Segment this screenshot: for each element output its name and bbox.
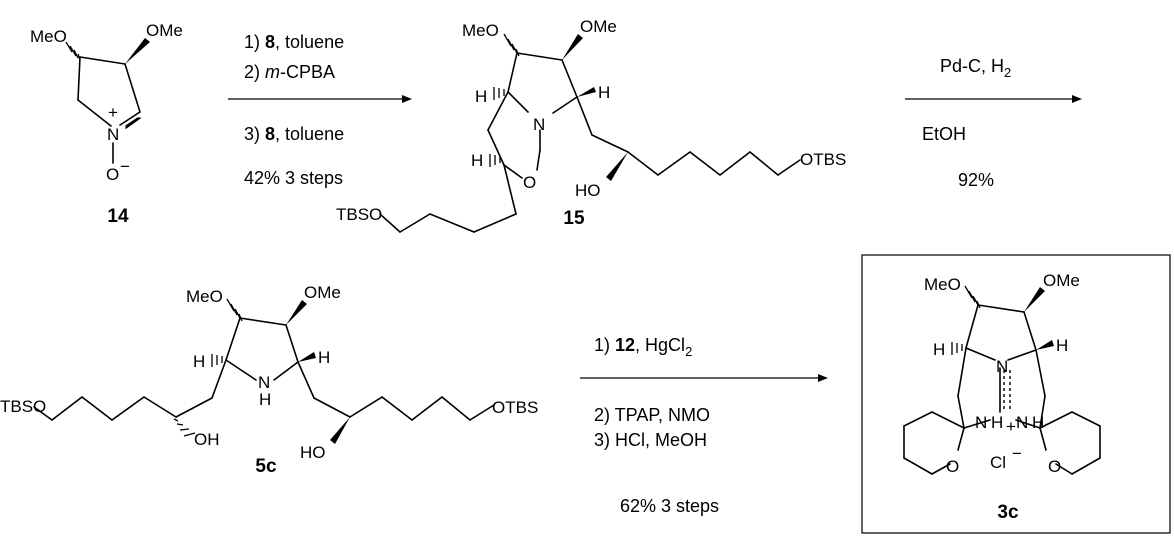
- wedge-bond: [330, 417, 350, 444]
- meo-label: MeO: [30, 27, 67, 46]
- nh-left-h: H: [991, 413, 1003, 432]
- reaction-step-3: 1) 12, HgCl2 2) TPAP, NMO 3) HCl, MeOH 6…: [580, 335, 828, 516]
- wedge-bond: [562, 34, 583, 60]
- ome-label: OMe: [1043, 271, 1080, 290]
- hash-bond: [226, 298, 243, 322]
- nh-hydrogen-label: H: [259, 390, 271, 409]
- oxygen-label: O: [1048, 457, 1061, 476]
- h-label: H: [471, 151, 483, 170]
- nh-right-h: H: [1032, 413, 1044, 432]
- h-label: H: [193, 352, 205, 371]
- arrowhead-icon: [1072, 95, 1082, 103]
- arrowhead-icon: [402, 95, 412, 103]
- hash-bond: [173, 418, 196, 437]
- hash-bond: [493, 87, 505, 100]
- nh-right-n: N: [1016, 413, 1028, 432]
- ome-label: OMe: [304, 283, 341, 302]
- h-label: H: [598, 83, 610, 102]
- arrowhead-icon: [818, 374, 828, 382]
- nitrogen-label: N: [258, 373, 270, 392]
- ome-label: OMe: [580, 17, 617, 36]
- wedge-bond: [298, 352, 316, 362]
- compound-number-3c: 3c: [997, 502, 1019, 523]
- ome-label: OMe: [146, 21, 183, 40]
- nitrogen-label: N: [996, 357, 1008, 376]
- condition-line-2: 2) TPAP, NMO: [594, 405, 710, 425]
- oh-label: OH: [194, 430, 220, 449]
- tbso-label: TBSO: [0, 397, 46, 416]
- condition-line-1: 1) 8, toluene: [244, 32, 344, 52]
- wedge-bond: [606, 152, 628, 181]
- otbs-label: OTBS: [800, 150, 846, 169]
- oxygen-label: O: [523, 173, 536, 192]
- wedge-bond: [1024, 287, 1045, 312]
- wedge-bond: [286, 300, 307, 325]
- tbso-label: TBSO: [336, 205, 382, 224]
- meo-label: MeO: [186, 287, 223, 306]
- ho-label: HO: [300, 443, 326, 462]
- reagent-text: Pd-C, H2: [940, 56, 1011, 80]
- hash-bond: [211, 354, 223, 367]
- plus-charge: +: [108, 103, 118, 122]
- oxygen-label: O: [106, 165, 119, 184]
- compound-number-14: 14: [107, 206, 129, 227]
- wedge-bond: [577, 87, 596, 97]
- condition-line-1: 1) 12, HgCl2: [594, 335, 692, 359]
- reaction-step-2: Pd-C, H2 EtOH 92%: [905, 56, 1082, 190]
- hash-bond: [489, 154, 501, 167]
- ho-label: HO: [575, 181, 601, 200]
- hash-bond: [65, 41, 81, 61]
- plus-charge: +: [1006, 417, 1016, 436]
- compound-3c: MeO OMe H H N N H N H + O O Cl − 3c: [861, 254, 1171, 534]
- solvent-text: EtOH: [922, 124, 966, 144]
- product-box: [861, 254, 1171, 534]
- yield-text: 42% 3 steps: [244, 168, 343, 188]
- compound-number-15: 15: [563, 208, 585, 229]
- wedge-bond: [125, 38, 150, 64]
- nitrogen-label: N: [107, 125, 119, 144]
- compound-number-5c: 5c: [255, 456, 277, 477]
- hash-bond: [503, 33, 520, 57]
- yield-text: 62% 3 steps: [620, 496, 719, 516]
- hash-bond: [964, 285, 981, 309]
- hash-bond: [951, 342, 963, 355]
- minus-charge: −: [120, 157, 130, 176]
- h-label: H: [318, 348, 330, 367]
- reaction-step-1: 1) 8, toluene 2) m-CPBA 3) 8, toluene 42…: [228, 32, 412, 188]
- yield-text: 92%: [958, 170, 994, 190]
- otbs-label: OTBS: [492, 398, 538, 417]
- chloride-label: Cl: [990, 453, 1006, 472]
- meo-label: MeO: [924, 275, 961, 294]
- nitrogen-label: N: [533, 115, 545, 134]
- oxygen-label: O: [946, 457, 959, 476]
- chloride-charge: −: [1012, 444, 1022, 463]
- compound-15: MeO OMe H H H N O HO TBSO OTBS 15: [336, 17, 846, 233]
- compound-14: MeO OMe + N O − 14: [30, 21, 183, 227]
- h-label: H: [933, 340, 945, 359]
- condition-line-2: 2) m-CPBA: [244, 62, 335, 82]
- condition-line-3: 3) 8, toluene: [244, 124, 344, 144]
- meo-label: MeO: [462, 21, 499, 40]
- nh-left-n: N: [975, 413, 987, 432]
- condition-line-3: 3) HCl, MeOH: [594, 430, 707, 450]
- h-label: H: [1056, 336, 1068, 355]
- compound-5c: MeO OMe H H N H OH HO TBSO OTBS 5c: [0, 283, 538, 477]
- h-label: H: [475, 87, 487, 106]
- wedge-bond: [1036, 340, 1054, 350]
